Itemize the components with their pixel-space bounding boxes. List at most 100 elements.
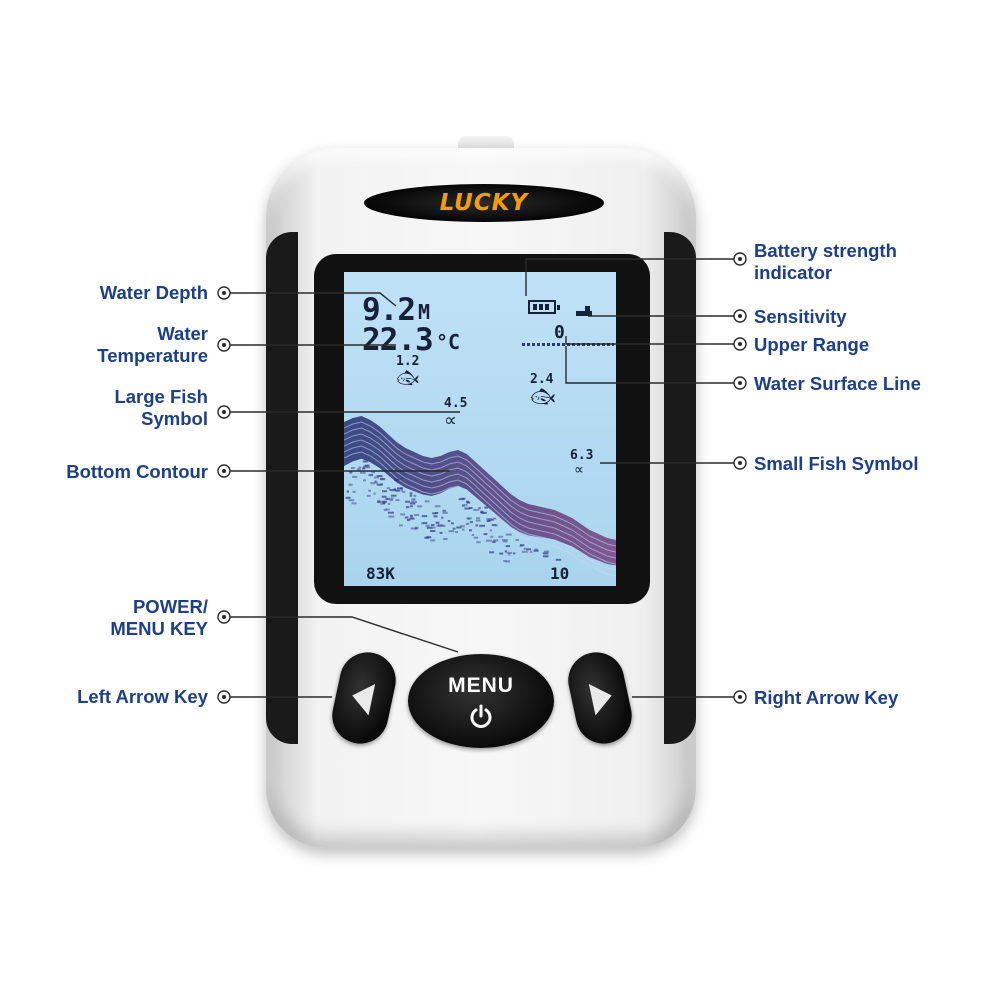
sonar-clutter-dot — [499, 552, 504, 555]
sonar-clutter-dot — [494, 524, 498, 527]
sonar-clutter-dot — [377, 499, 381, 502]
sonar-clutter-dot — [425, 524, 430, 527]
sonar-clutter-dot — [486, 518, 492, 520]
sonar-clutter-dot — [520, 544, 525, 547]
menu-key-label: MENU — [448, 674, 514, 697]
sonar-clutter-dot — [424, 500, 430, 503]
sonar-clutter-dot — [409, 494, 413, 497]
sonar-clutter-dot — [421, 515, 428, 518]
sonar-clutter-dot — [475, 524, 479, 527]
callout-bottom-contour: Bottom Contour — [66, 461, 208, 482]
callout-battery-strength-indicator: Battery strength indicator — [754, 240, 897, 283]
fish-depth-label: 4.5 — [444, 396, 468, 411]
bottom-contour-stripe — [344, 439, 616, 565]
fish-depth-label: 6.3 — [570, 448, 594, 463]
sonar-clutter-dot — [387, 511, 394, 514]
sonar-clutter-dot — [442, 509, 447, 512]
sonar-clutter-dot — [470, 521, 473, 524]
sonar-clutter-dot — [371, 471, 375, 474]
sonar-clutter-dot — [483, 533, 488, 536]
sonar-clutter-dot — [435, 512, 439, 514]
sonar-clutter-dot — [544, 550, 550, 553]
sonar-clutter-dot — [505, 560, 511, 563]
sonar-clutter-dot — [411, 500, 417, 503]
sonar-clutter-dot — [513, 552, 516, 555]
sonar-clutter-dot — [409, 502, 416, 505]
sonar-clutter-dot — [493, 539, 499, 542]
sonar-clutter-dot — [443, 538, 448, 540]
sonar-clutter-dot — [508, 553, 511, 556]
sonar-clutter-dot — [426, 526, 433, 529]
sonar-clutter-dot — [366, 494, 371, 497]
fish-depth-label: 2.4 — [530, 372, 554, 387]
sonar-clutter-dot — [394, 478, 400, 481]
callout-small-fish-symbol: Small Fish Symbol — [754, 453, 919, 474]
sonar-clutter-dot — [515, 539, 519, 541]
sonar-clutter-dot — [430, 530, 436, 532]
sonar-clutter-dot — [410, 505, 413, 508]
sonar-clutter-dot — [395, 499, 400, 502]
sonar-clutter-dot — [386, 487, 391, 490]
sonar-clutter-dot — [471, 534, 475, 536]
sonar-clutter-dot — [478, 507, 481, 510]
sonar-clutter-dot — [389, 499, 393, 502]
brand-logo-plate: LUCKY — [364, 184, 604, 222]
sonar-clutter-dot — [348, 483, 353, 486]
sonar-clutter-dot — [397, 487, 403, 490]
sonar-clutter-dot — [504, 550, 508, 553]
frequency-label: 83K — [366, 564, 395, 583]
sonar-clutter-dot — [439, 524, 443, 527]
sonar-clutter-dot — [370, 482, 375, 485]
callout-upper-range: Upper Range — [754, 334, 870, 355]
sonar-clutter-dot — [473, 536, 479, 539]
sonar-clutter-dot — [365, 466, 370, 469]
sonar-clutter-dot — [410, 514, 413, 517]
battery-icon — [528, 300, 560, 314]
bottom-contour-stripe — [344, 433, 616, 559]
sonar-clutter-dot — [430, 524, 435, 526]
sonar-clutter-dot — [460, 525, 465, 528]
lcd-screen — [344, 272, 616, 586]
sonar-clutter-dot — [466, 517, 472, 520]
sonar-clutter-dot — [377, 501, 381, 503]
right-rubber-grip — [664, 232, 696, 744]
sonar-clutter-dot — [529, 550, 533, 553]
sonar-clutter-dot — [421, 522, 424, 525]
sonar-clutter-dot — [452, 527, 456, 530]
power-menu-key[interactable]: MENU — [408, 654, 554, 748]
lower-range-label: 10 — [550, 564, 570, 583]
sonar-clutter-dot — [434, 505, 441, 508]
sonar-clutter-dot — [542, 552, 549, 555]
sonar-display — [344, 416, 616, 577]
sonar-clutter-dot — [426, 536, 432, 539]
sonar-clutter-dot — [395, 489, 398, 492]
sonar-clutter-dot — [455, 531, 458, 533]
sonar-clutter-dot — [489, 529, 492, 532]
sonar-clutter-dot — [387, 503, 391, 505]
sonar-clutter-dot — [475, 519, 481, 522]
fish-arch-icon: ∝ — [444, 410, 457, 430]
sonar-clutter-dot — [523, 547, 526, 550]
sonar-clutter-dot — [468, 507, 473, 509]
sonar-clutter-dot — [430, 526, 436, 529]
sonar-clutter-dot — [409, 492, 413, 495]
sonar-clutter-dot — [432, 512, 437, 515]
sonar-clutter-dot — [436, 524, 440, 527]
sonar-clutter-dot — [352, 475, 358, 478]
sonar-clutter-dot — [442, 511, 448, 514]
sonar-clutter-dot — [439, 531, 443, 534]
upper-range-value: 0 — [554, 322, 565, 343]
callout-water-depth: Water Depth — [99, 282, 208, 303]
sonar-clutter-dot — [486, 520, 491, 522]
sonar-clutter-dot — [481, 511, 487, 514]
sonar-clutter-dot — [395, 489, 400, 492]
left-arrow-icon — [348, 679, 376, 716]
sonar-clutter-dot — [404, 516, 409, 519]
callout-left-arrow-key: Left Arrow Key — [77, 686, 208, 707]
sonar-clutter-dot — [410, 516, 413, 519]
small-fish-icon: 🐟︎ — [396, 368, 419, 388]
sonar-clutter-dot — [362, 460, 368, 463]
callout-sensitivity: Sensitivity — [754, 306, 847, 327]
sonar-clutter-dot — [356, 468, 361, 471]
fish-arch-icon: ∝ — [574, 461, 585, 477]
